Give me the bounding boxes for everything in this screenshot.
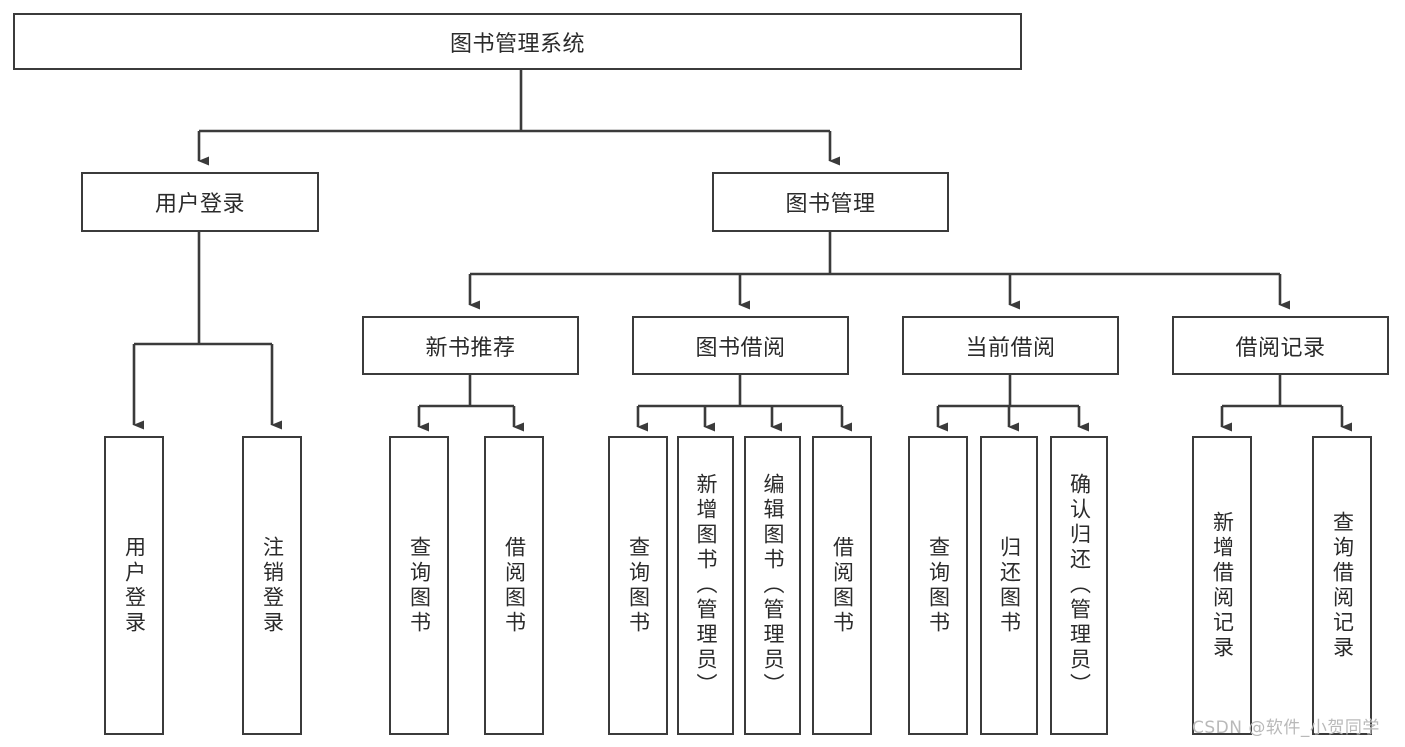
node-leaf-rec-borrow-book[interactable]: 借阅图书 bbox=[484, 436, 544, 735]
node-leaf-borrow-add-book[interactable]: 新增图书（管理员） bbox=[677, 436, 734, 735]
node-leaf-rec-query-book-label: 查询图书 bbox=[407, 535, 432, 636]
csdn-watermark: CSDN @软件_小贺同学 bbox=[1192, 718, 1380, 738]
node-leaf-rec-borrow-book-label: 借阅图书 bbox=[502, 535, 527, 636]
node-leaf-record-add[interactable]: 新增借阅记录 bbox=[1192, 436, 1252, 735]
node-book-manage-label: 图书管理 bbox=[785, 192, 876, 217]
node-leaf-borrow-add-book-label: 新增图书（管理员） bbox=[694, 473, 718, 698]
node-book-borrow-label: 图书借阅 bbox=[695, 335, 786, 361]
node-borrow-record-label: 借阅记录 bbox=[1235, 335, 1326, 361]
node-user-login-label: 用户登录 bbox=[154, 192, 245, 217]
node-leaf-current-query-book[interactable]: 查询图书 bbox=[908, 436, 968, 735]
node-leaf-current-return-book-label: 归还图书 bbox=[997, 535, 1022, 636]
node-leaf-record-add-label: 新增借阅记录 bbox=[1210, 510, 1235, 661]
node-leaf-borrow-query-book[interactable]: 查询图书 bbox=[608, 436, 668, 735]
node-leaf-current-query-book-label: 查询图书 bbox=[926, 535, 951, 636]
node-leaf-borrow-loan-book-label: 借阅图书 bbox=[830, 535, 855, 636]
node-current-borrow-label: 当前借阅 bbox=[965, 335, 1056, 361]
node-leaf-current-confirm-return[interactable]: 确认归还（管理员） bbox=[1050, 436, 1108, 735]
node-leaf-user-login[interactable]: 用户登录 bbox=[104, 436, 164, 735]
node-leaf-current-confirm-return-label: 确认归还（管理员） bbox=[1067, 473, 1092, 698]
node-leaf-user-logout-label: 注销登录 bbox=[260, 535, 285, 636]
node-current-borrow[interactable]: 当前借阅 bbox=[902, 316, 1119, 375]
node-borrow-record[interactable]: 借阅记录 bbox=[1172, 316, 1389, 375]
node-leaf-rec-query-book[interactable]: 查询图书 bbox=[389, 436, 449, 735]
node-leaf-record-query-label: 查询借阅记录 bbox=[1330, 510, 1355, 661]
node-leaf-borrow-edit-book[interactable]: 编辑图书（管理员） bbox=[744, 436, 801, 735]
node-leaf-borrow-loan-book[interactable]: 借阅图书 bbox=[812, 436, 872, 735]
node-leaf-borrow-edit-book-label: 编辑图书（管理员） bbox=[761, 473, 785, 698]
node-root[interactable]: 图书管理系统 bbox=[13, 13, 1022, 70]
node-user-login[interactable]: 用户登录 bbox=[81, 172, 319, 232]
node-leaf-borrow-query-book-label: 查询图书 bbox=[626, 535, 651, 636]
node-book-borrow[interactable]: 图书借阅 bbox=[632, 316, 849, 375]
node-leaf-user-logout[interactable]: 注销登录 bbox=[242, 436, 302, 735]
node-leaf-current-return-book[interactable]: 归还图书 bbox=[980, 436, 1038, 735]
node-leaf-record-query[interactable]: 查询借阅记录 bbox=[1312, 436, 1372, 735]
node-new-book-rec[interactable]: 新书推荐 bbox=[362, 316, 579, 375]
node-root-label: 图书管理系统 bbox=[449, 31, 585, 57]
node-book-manage[interactable]: 图书管理 bbox=[712, 172, 949, 232]
node-leaf-user-login-label: 用户登录 bbox=[122, 535, 147, 636]
node-new-book-rec-label: 新书推荐 bbox=[425, 335, 516, 361]
